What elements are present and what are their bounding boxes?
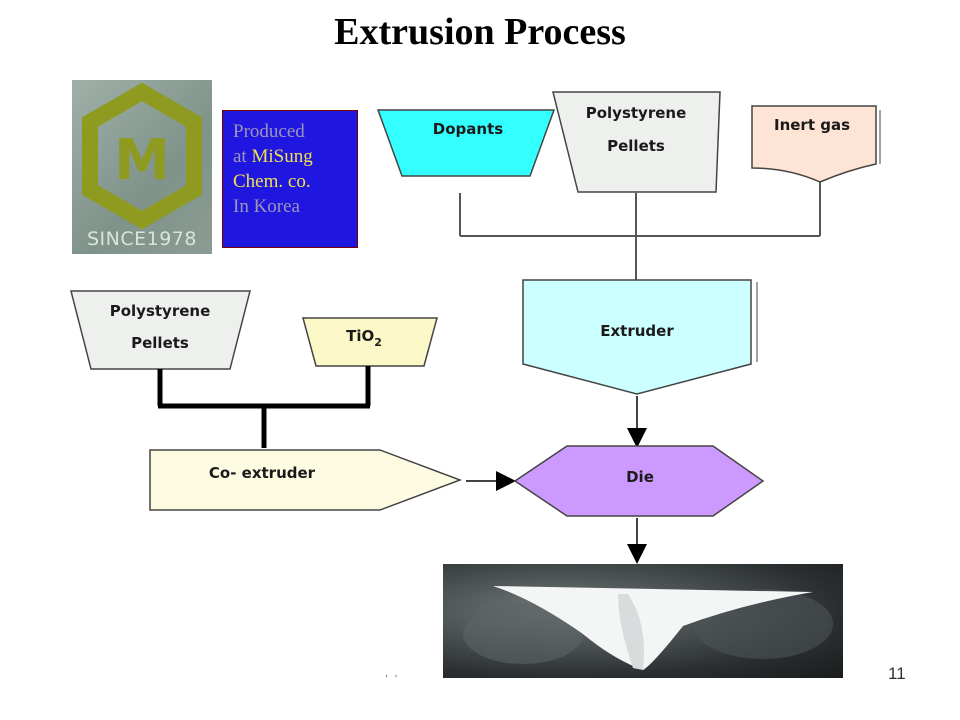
logo-caption: SINCE1978	[86, 228, 197, 250]
polystyrene-main-hopper	[552, 91, 721, 193]
side-feed-connectors	[157, 366, 371, 448]
polystyrene-side-hopper	[70, 290, 251, 370]
inert-gas-label: Inert gas	[774, 116, 850, 134]
extruder-box	[522, 279, 752, 395]
producer-line-2: at MiSung	[233, 146, 313, 167]
tio2-label: TiO2	[346, 327, 382, 349]
svg-text:M: M	[114, 128, 170, 193]
main-feed-connectors	[459, 180, 821, 280]
footer-faint-text: , ,	[385, 668, 400, 679]
extruder-label: Extruder	[600, 322, 674, 340]
producer-line-1: Produced	[233, 121, 305, 142]
die-label: Die	[626, 468, 654, 486]
co-extruder-box	[149, 449, 463, 511]
polystyrene-main-label-1: Polystyrene	[586, 104, 687, 122]
extruded-sheet-image-icon	[463, 586, 833, 670]
page-number: 11	[888, 664, 906, 683]
extruded-sheet-photo	[443, 564, 843, 678]
producer-line-3: Chem. co.	[233, 171, 311, 192]
polystyrene-side-label-2: Pellets	[131, 334, 189, 352]
die-hexagon	[513, 445, 765, 517]
producer-line-4: In Korea	[233, 196, 300, 217]
producer-note: Produced at MiSung Chem. co. In Korea	[222, 110, 358, 248]
misung-m-logo-icon: M	[82, 82, 202, 230]
polystyrene-side-label-1: Polystyrene	[110, 302, 211, 320]
dopants-hopper	[376, 109, 556, 177]
polystyrene-main-label-2: Pellets	[607, 137, 665, 155]
company-name: MiSung	[251, 146, 313, 167]
tio2-hopper	[302, 317, 438, 367]
dopants-label: Dopants	[433, 120, 503, 138]
page-title: Extrusion Process	[334, 11, 626, 53]
company-logo: M SINCE1978	[72, 80, 212, 254]
inert-gas-box	[751, 105, 877, 183]
co-extruder-label: Co- extruder	[209, 464, 316, 482]
